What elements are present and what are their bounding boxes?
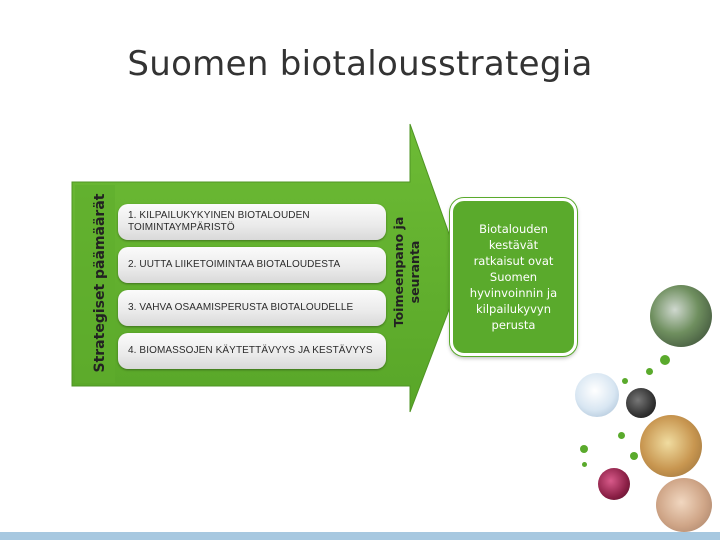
green-dot xyxy=(646,368,653,375)
green-dot xyxy=(622,378,628,384)
green-dot xyxy=(582,462,587,467)
implementation-label: Toimeenpano ja seuranta xyxy=(391,216,422,328)
coffee-beans-photo xyxy=(626,388,656,418)
goal-item-3: 3. VAHVA OSAAMISPERUSTA BIOTALOUDELLE xyxy=(118,290,386,326)
goal-text: 1. KILPAILUKYKYINEN BIOTALOUDEN TOIMINTA… xyxy=(128,210,310,233)
product-cards-photo xyxy=(575,373,619,417)
fuel-pump-photo xyxy=(650,285,712,347)
green-dot xyxy=(660,355,670,365)
green-dot xyxy=(630,452,638,460)
green-dot xyxy=(580,445,588,453)
berries-photo xyxy=(598,468,630,500)
goal-text: 4. BIOMASSOJEN KÄYTETTÄVYYS JA KESTÄVYYS xyxy=(128,345,373,356)
goal-item-2: 2. UUTTA LIIKETOIMINTAA BIOTALOUDESTA xyxy=(118,247,386,283)
bottom-bar xyxy=(0,532,720,540)
goal-text: 3. VAHVA OSAAMISPERUSTA BIOTALOUDELLE xyxy=(128,302,354,313)
goal-item-1: 1. KILPAILUKYKYINEN BIOTALOUDEN TOIMINTA… xyxy=(118,204,386,240)
strategic-goals-label: Strategiset päämäärät xyxy=(92,193,108,373)
goal-item-4: 4. BIOMASSOJEN KÄYTETTÄVYYS JA KESTÄVYYS xyxy=(118,333,386,369)
result-text: Biotalouden kestävät ratkaisut ovat Suom… xyxy=(469,222,558,332)
goal-text: 2. UUTTA LIIKETOIMINTAA BIOTALOUDESTA xyxy=(128,259,341,270)
page-title: Suomen biotalousstrategia xyxy=(127,44,593,84)
food-photo xyxy=(640,415,702,477)
hands-photo xyxy=(656,478,712,532)
arrow-left-panel xyxy=(75,185,115,383)
green-dot xyxy=(618,432,625,439)
result-box: Biotalouden kestävät ratkaisut ovat Suom… xyxy=(450,198,577,356)
